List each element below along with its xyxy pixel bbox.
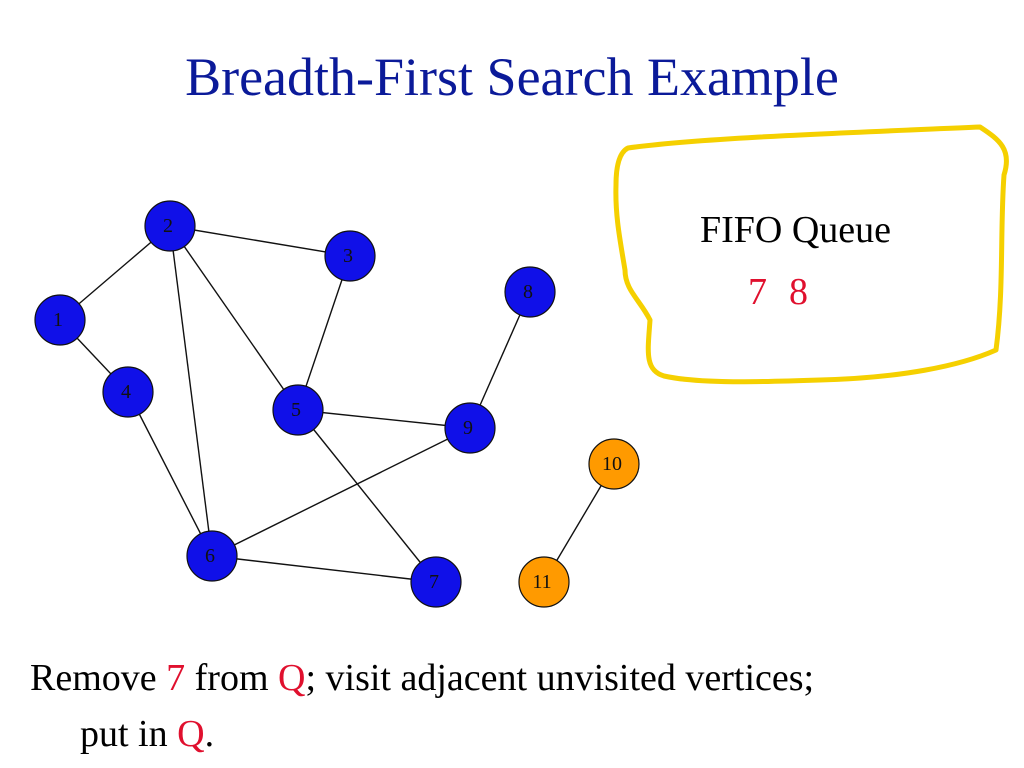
caption-vertex: 7 [166, 657, 186, 699]
edge-5-9 [297, 409, 471, 429]
node-circle [324, 230, 376, 282]
edge-3-5 [297, 255, 351, 411]
graph-node-5: 5 [272, 384, 324, 436]
node-label: 4 [121, 381, 131, 403]
slide-title: Breadth-First Search Example [185, 47, 839, 107]
graph-node-2: 2 [144, 200, 196, 252]
caption-text: ; visit adjacent unvisited vertices; [305, 657, 815, 699]
node-label: 2 [163, 215, 173, 237]
caption-line-2: put in Q. [30, 706, 1010, 762]
caption-queue-symbol: Q [177, 713, 205, 756]
node-label: 8 [523, 281, 533, 303]
graph-node-7: 7 [410, 556, 462, 608]
node-circle [144, 200, 196, 252]
node-circle [272, 384, 324, 436]
graph-node-9: 9 [444, 402, 496, 454]
edge-4-6 [127, 391, 213, 557]
node-circle [410, 556, 462, 608]
queue-label: FIFO Queue [700, 209, 892, 251]
node-circle [504, 266, 556, 318]
node-circle [102, 366, 154, 418]
node-label: 9 [463, 417, 473, 439]
node-circle [444, 402, 496, 454]
edge-2-5 [169, 225, 299, 411]
slide-caption: Remove 7 from Q; visit adjacent unvisite… [30, 650, 1010, 762]
node-circle [588, 438, 640, 490]
queue-item: 8 [789, 271, 808, 313]
node-circle [34, 294, 86, 346]
edge-2-6 [169, 225, 213, 557]
edge-6-9 [211, 427, 471, 557]
caption-text: . [204, 713, 215, 756]
edge-5-7 [297, 409, 437, 583]
graph-node-8: 8 [504, 266, 556, 318]
caption-queue-symbol: Q [278, 657, 306, 699]
caption-text: from [185, 657, 279, 699]
node-circle [186, 530, 238, 582]
node-label: 1 [53, 309, 63, 331]
node-label: 6 [205, 545, 215, 567]
caption-text: Remove [30, 657, 167, 699]
caption-text: put in [80, 713, 178, 756]
graph-node-4: 4 [102, 366, 154, 418]
graph-node-1: 1 [34, 294, 86, 346]
graph-node-3: 3 [324, 230, 376, 282]
graph-node-6: 6 [186, 530, 238, 582]
graph-node-10: 10 [588, 438, 640, 490]
node-label: 3 [343, 245, 353, 267]
graph-node-11: 11 [518, 556, 570, 608]
node-label: 10 [602, 453, 622, 475]
node-label: 5 [291, 399, 301, 421]
edge-6-7 [211, 555, 437, 583]
edge-2-3 [169, 225, 351, 257]
node-label: 7 [429, 571, 439, 593]
queue-box-outline [613, 124, 1009, 385]
node-layer: 1 2 3 4 5 6 7 8 9 10 11 [34, 200, 640, 608]
queue-item: 7 [748, 271, 767, 313]
node-label: 11 [532, 571, 551, 593]
node-circle [518, 556, 570, 608]
